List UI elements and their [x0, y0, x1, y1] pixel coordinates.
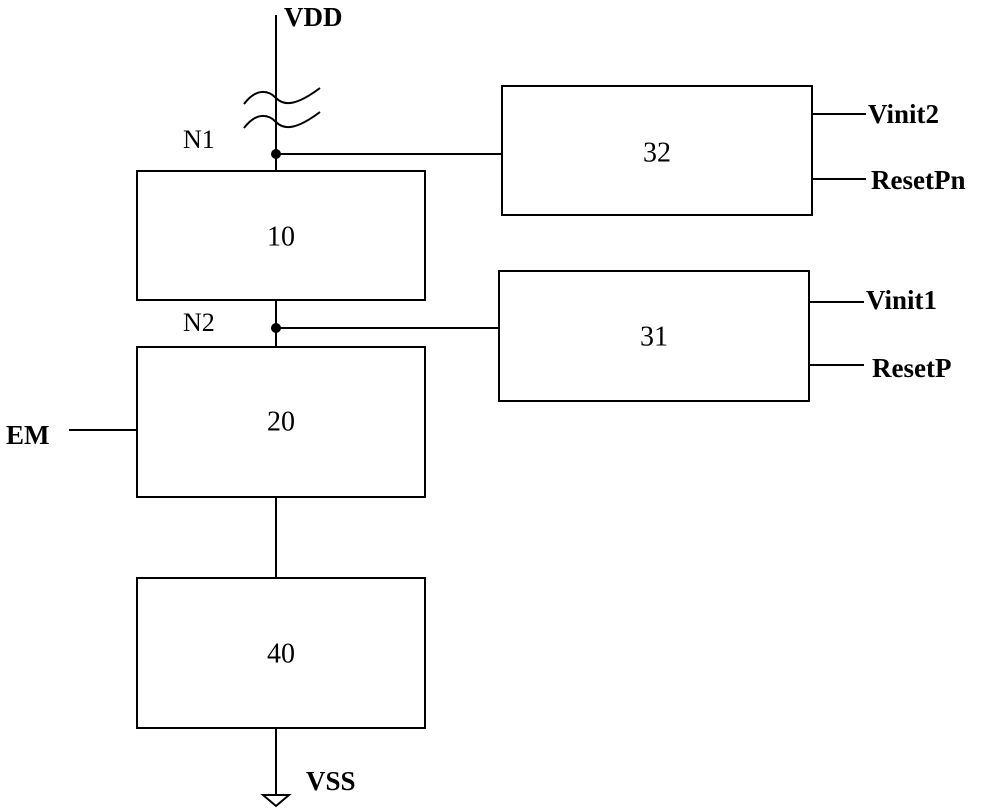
vinit1-label: Vinit1: [866, 285, 937, 315]
resetp-label: ResetP: [872, 353, 951, 383]
block-10-label: 10: [267, 222, 295, 253]
node-n1-label: N1: [183, 125, 215, 154]
block-20-label: 20: [267, 407, 295, 438]
node-n2-label: N2: [183, 308, 215, 337]
line-break-symbol: [244, 88, 320, 104]
block-31-label: 31: [640, 322, 668, 353]
em-label: EM: [6, 420, 50, 450]
vinit2-label: Vinit2: [868, 99, 939, 129]
line-break-symbol-2: [244, 112, 320, 128]
vss-label: VSS: [306, 766, 356, 796]
vdd-label: VDD: [284, 2, 343, 32]
block-40-label: 40: [267, 639, 295, 670]
block-32-label: 32: [643, 138, 671, 169]
resetpn-label: ResetPn: [871, 165, 965, 195]
ground-icon: [263, 795, 289, 806]
